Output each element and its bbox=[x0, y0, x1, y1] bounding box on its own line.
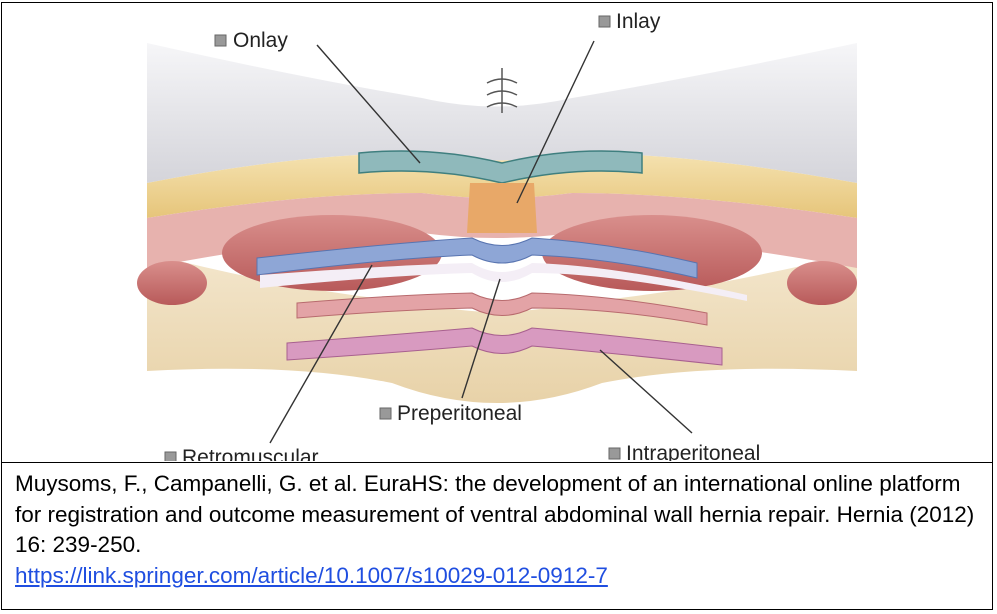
citation-caption: Muysoms, F., Campanelli, G. et al. EuraH… bbox=[15, 469, 990, 591]
inlay-mesh bbox=[467, 183, 537, 233]
anatomy-illustration: Onlay Inlay Preperitoneal Intraperitonea… bbox=[2, 3, 992, 461]
inlay-label-marker bbox=[599, 16, 610, 27]
intraperitoneal-label: Intraperitoneal bbox=[626, 442, 760, 461]
intraperitoneal-label-marker bbox=[609, 448, 620, 459]
retromuscular-label: Retromuscular bbox=[182, 446, 319, 461]
right-lateral-muscle bbox=[787, 261, 857, 305]
onlay-label-marker bbox=[215, 35, 226, 46]
retromuscular-label-marker bbox=[165, 452, 176, 461]
caption-divider bbox=[2, 462, 992, 463]
citation-link[interactable]: https://link.springer.com/article/10.100… bbox=[15, 561, 990, 592]
inlay-label: Inlay bbox=[616, 10, 661, 33]
preperitoneal-label: Preperitoneal bbox=[397, 402, 522, 425]
left-lateral-muscle bbox=[137, 261, 207, 305]
citation-text: Muysoms, F., Campanelli, G. et al. EuraH… bbox=[15, 471, 974, 557]
onlay-label: Onlay bbox=[233, 29, 288, 52]
preperitoneal-label-marker bbox=[380, 408, 391, 419]
hernia-mesh-diagram: Onlay Inlay Preperitoneal Intraperitonea… bbox=[2, 3, 992, 461]
